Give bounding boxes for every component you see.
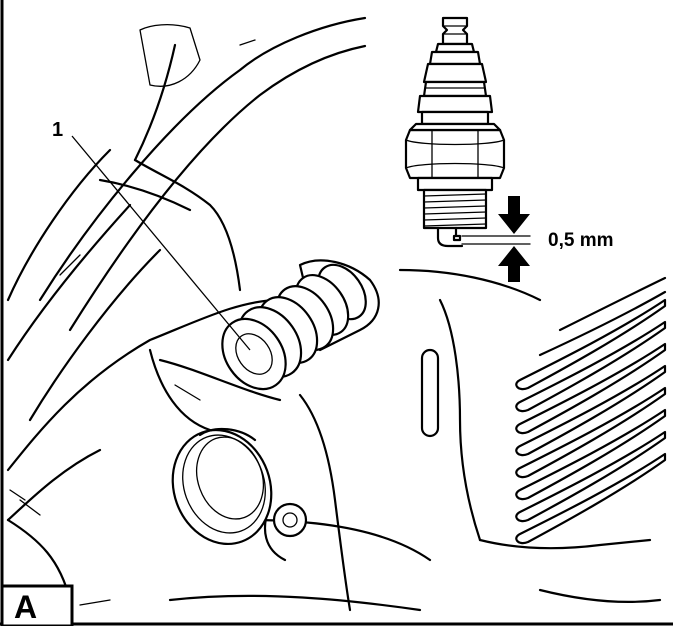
panel-label-text: A — [14, 589, 37, 625]
gap-arrow-up-icon — [498, 246, 530, 282]
engine-housing — [6, 16, 662, 612]
grommet — [171, 427, 273, 546]
panel-label: A — [0, 584, 74, 626]
gap-measurement-label: 0,5 mm — [548, 230, 613, 251]
callout-leader — [71, 135, 251, 351]
spark-plug-inset: 0,5 mm — [370, 0, 673, 282]
gap-arrow-down-icon — [498, 196, 530, 234]
callout-number: 1 — [52, 119, 63, 141]
cooling-fins — [515, 276, 667, 545]
spark-plug-boot — [221, 259, 380, 391]
